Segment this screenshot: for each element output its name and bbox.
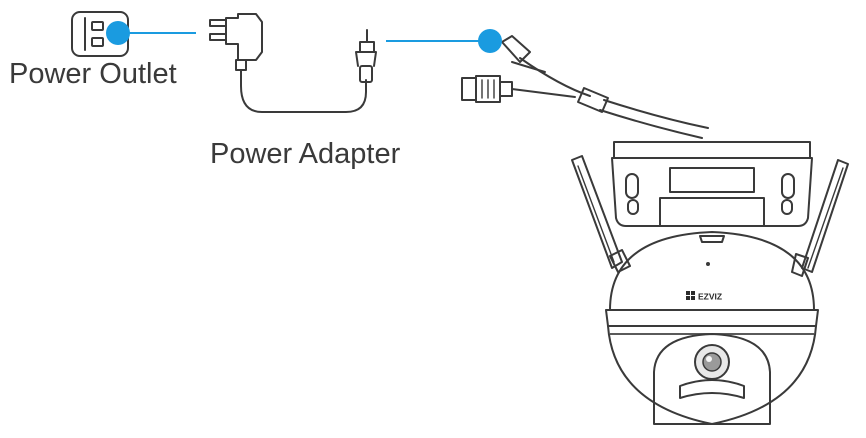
power-adapter-icon [209,13,377,113]
camera-jack-callout-dot [478,29,502,53]
security-camera-icon: EZVIZ [571,141,849,425]
power-adapter-label: Power Adapter [210,138,401,170]
camera-brand-text: EZVIZ [698,292,722,302]
ezviz-logo-icon: EZVIZ [686,291,722,302]
power-outlet-label: Power Outlet [9,58,177,90]
camera-cable-bundle [461,35,709,139]
outlet-callout-dot [106,21,130,45]
